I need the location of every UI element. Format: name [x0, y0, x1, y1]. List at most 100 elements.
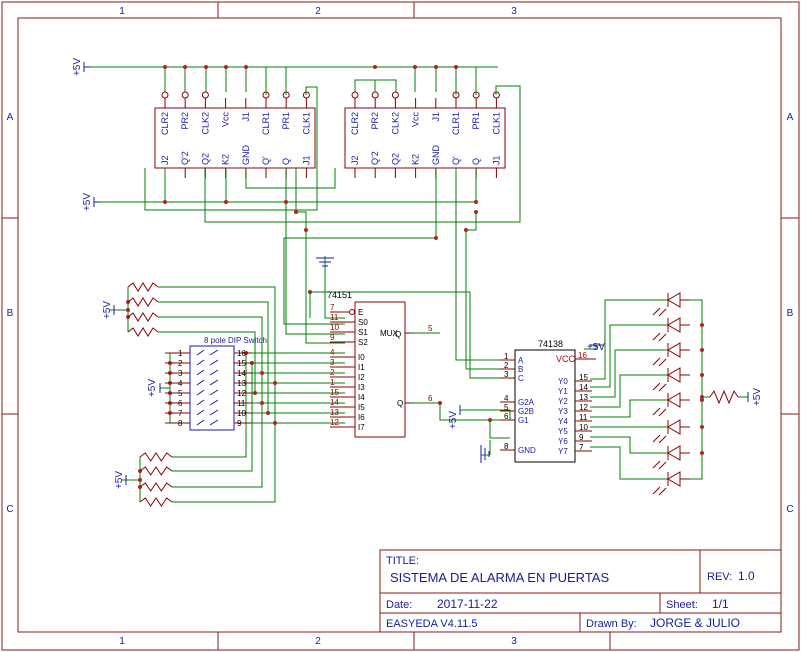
vcc-decoder: +5V — [587, 342, 605, 353]
vcc-res-top-label: +5V — [102, 301, 113, 319]
ff-bottom-pin-label: Q' — [261, 156, 271, 165]
ff-bottom-pin-label: Q2 — [390, 153, 400, 165]
mux-pin-number: 4 — [330, 348, 335, 357]
ff-bottom-pin-label: Q2 — [200, 153, 210, 165]
ff-top-pin-label: CLK2 — [390, 112, 400, 135]
dip-right-pin-number: 9 — [237, 419, 242, 428]
mux-pin-name: I4 — [358, 393, 365, 402]
decoder-left-pin-name: G2A — [518, 398, 535, 407]
led-light-arrow — [658, 408, 667, 417]
ff-pin-bubble — [201, 91, 209, 99]
row-label-left-a: A — [7, 112, 14, 123]
led-light-arrow — [652, 357, 661, 366]
ff-bottom-pin-label: K2 — [221, 154, 231, 165]
ff-bottom-pin-label: J1 — [301, 155, 311, 165]
ff-bottom-pin-label: J2 — [350, 155, 360, 165]
mux-pin-number: 15 — [330, 388, 339, 397]
col-label-bottom-1: 1 — [119, 636, 125, 647]
ff-pin-bubble — [351, 91, 359, 99]
decoder-left-pin-number: 5 — [504, 403, 509, 412]
col-label-bottom-3: 3 — [511, 636, 517, 647]
decoder-out-pin-number: 14 — [579, 383, 588, 392]
decoder-vcc-text: VCC — [556, 354, 576, 364]
junction-dot — [464, 228, 468, 232]
dip-left-pin-number: 1 — [178, 349, 183, 358]
decoder-left-pin-name: A — [518, 356, 524, 365]
ff-top-pin-label: J1 — [431, 112, 441, 122]
vcc-decoder-g1: +5V — [448, 405, 461, 429]
mux-pin-number: 7 — [330, 303, 335, 312]
ff-bottom-pin-label: Q — [281, 158, 291, 165]
dip-right-pin-number: 15 — [237, 359, 246, 368]
decoder-left-pin-name: B — [518, 365, 523, 374]
junction-dot — [284, 200, 288, 204]
decoder-left-pin-name: C — [518, 374, 524, 383]
dip-switch-lever — [209, 399, 219, 406]
mux-pin-name: S2 — [358, 338, 368, 347]
led-light-arrow — [652, 307, 661, 316]
junction-dot — [260, 371, 264, 375]
ff-top-pin-label: CLK1 — [491, 112, 501, 135]
mux-pin-number: 10 — [330, 323, 339, 332]
mux-pin-name: S1 — [358, 328, 368, 337]
dip-right-pin-number: 12 — [237, 389, 246, 398]
decoder-left-pin-number: 1 — [504, 352, 509, 361]
date-label: Date: — [386, 599, 412, 611]
led-triangle — [667, 419, 681, 435]
decoder-left-pin-number: 6 — [504, 412, 509, 421]
drawn-label: Drawn By: — [586, 618, 637, 630]
junction-dot — [700, 373, 704, 377]
ff-top-pin-label: Vcc — [411, 112, 421, 128]
ff-top-pin-label: PR1 — [281, 112, 291, 130]
led-triangle — [667, 292, 681, 308]
dip-left-pin-number: 2 — [178, 359, 183, 368]
dip-left-pin-number: 7 — [178, 409, 183, 418]
mux-pin-name: I0 — [358, 353, 365, 362]
led-light-arrow — [658, 333, 667, 342]
led-light-arrow — [658, 461, 667, 470]
mux-pin-number: 13 — [330, 408, 339, 417]
vcc-leds: +5V — [747, 388, 763, 406]
junction-dot — [273, 381, 277, 385]
mux-enable-bubble — [349, 309, 355, 315]
decoder-out-pin-number: 7 — [579, 443, 584, 452]
resistor — [127, 327, 159, 337]
vcc-dip-label: +5V — [147, 379, 158, 397]
vcc-top: +5V — [72, 58, 90, 76]
led-light-arrow — [658, 308, 667, 317]
junction-dot — [474, 210, 478, 214]
led-light-arrow — [652, 332, 661, 341]
sheet-value: 1/1 — [712, 597, 729, 611]
mux-pin-name: I1 — [358, 363, 365, 372]
ff-body — [344, 107, 506, 169]
mux-pin-number: 2 — [330, 368, 335, 377]
junction-dot — [308, 290, 312, 294]
ff-top-pin-label: Vcc — [221, 112, 231, 128]
col-label-top-1: 1 — [119, 6, 125, 17]
led-triangle — [667, 342, 681, 358]
dip-switch-lever — [196, 369, 205, 376]
decoder-out-pin-number: 11 — [579, 413, 588, 422]
led-triangle — [667, 445, 681, 461]
decoder-out-pin-name: Y1 — [558, 387, 568, 396]
mux-pin-name: I2 — [358, 373, 365, 382]
ff-pin-bubble — [181, 91, 189, 99]
dip-switch-lever — [209, 419, 219, 426]
ground-mux — [316, 256, 334, 268]
junction-dot — [244, 65, 248, 69]
junction-dot — [294, 210, 298, 214]
ff-pin-bubble — [391, 91, 399, 99]
decoder-left-pin-number: 4 — [504, 394, 509, 403]
junction-dot — [204, 65, 208, 69]
junction-dot — [253, 391, 257, 395]
ff-bottom-pin-label: GND — [241, 145, 251, 165]
row-label-right-a: A — [787, 112, 794, 123]
dip-right-pin-number: 11 — [237, 399, 246, 408]
dip-left-pin-number: 5 — [178, 389, 183, 398]
resistor — [127, 282, 159, 292]
junction-dot — [224, 200, 228, 204]
ff-bottom-pin-label: Q'2 — [180, 151, 190, 165]
decoder-left-pin-number: 8 — [504, 442, 509, 451]
drawn-by-value: JORGE & JULIO — [650, 616, 740, 630]
decoder-left-pin-number: 3 — [504, 370, 509, 379]
